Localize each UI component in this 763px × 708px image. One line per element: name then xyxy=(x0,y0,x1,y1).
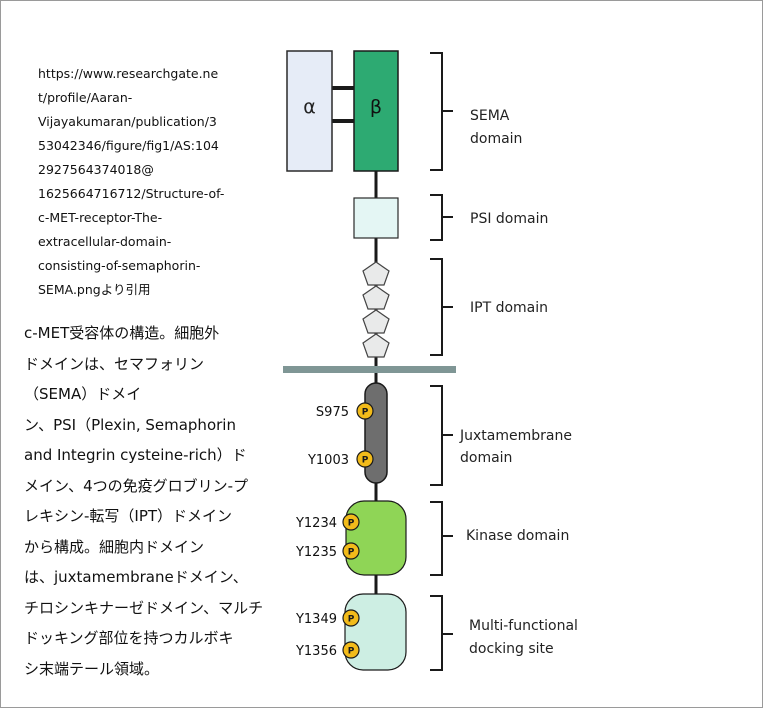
description-line: チロシンキナーゼドメイン、マルチ xyxy=(24,598,264,617)
citation-line: 2927564374018@ xyxy=(38,162,154,177)
ipt-pentagon-4 xyxy=(362,333,390,358)
citation-line: Vijayakumaran/publication/3 xyxy=(38,114,217,129)
kinase-domain-shape xyxy=(345,500,407,576)
bracket-juxtamembrane xyxy=(430,385,453,486)
description-line: から構成。細胞内ドメイン xyxy=(24,537,205,556)
source-citation: https://www.researchgate.ne t/profile/Aa… xyxy=(38,62,253,302)
juxtamembrane-domain-shape xyxy=(364,382,388,484)
citation-line: SEMA.pngより引用 xyxy=(38,282,151,297)
ipt-pentagon-1 xyxy=(362,261,390,286)
label-line: domain xyxy=(470,131,522,147)
description-line: （SEMA）ドメイ xyxy=(24,385,142,403)
beta-subunit xyxy=(353,50,399,172)
label-ipt-domain: IPT domain xyxy=(470,300,548,316)
beta-label: β xyxy=(370,96,382,118)
site-label-y1349: Y1349 xyxy=(295,612,337,627)
psi-domain-box xyxy=(353,197,399,239)
label-line: docking site xyxy=(469,641,554,657)
docking-site-shape xyxy=(344,593,407,671)
citation-line: 53042346/figure/fig1/AS:104 xyxy=(38,138,219,153)
phospho-site-s975: P xyxy=(356,402,374,420)
description-line: ドッキング部位を持つカルボキ xyxy=(24,629,234,647)
citation-line: consisting-of-semaphorin- xyxy=(38,258,201,273)
site-label-s975: S975 xyxy=(316,405,349,420)
phospho-marker: P xyxy=(348,647,355,657)
alpha-label: α xyxy=(303,96,316,118)
bracket-kinase xyxy=(430,501,453,576)
ipt-pentagon-2 xyxy=(362,285,390,310)
label-psi-domain: PSI domain xyxy=(470,211,548,227)
label-line: SEMA xyxy=(470,108,510,124)
phospho-marker: P xyxy=(348,519,355,529)
bracket-psi xyxy=(430,194,453,241)
label-line: Kinase domain xyxy=(466,528,569,544)
label-line: PSI domain xyxy=(470,211,548,227)
phospho-marker: P xyxy=(348,615,355,625)
phospho-site-y1235: P xyxy=(342,542,360,560)
label-docking-site: Multi-functional docking site xyxy=(469,618,582,657)
citation-line: t/profile/Aaran- xyxy=(38,90,133,105)
description-line: and Integrin cysteine-rich）ド xyxy=(24,446,247,464)
label-line: Juxtamembrane xyxy=(459,428,572,444)
label-line: domain xyxy=(460,450,512,466)
citation-line: extracellular-domain- xyxy=(38,234,172,249)
description-line: メイン、4つの免疫グロブリン-プ xyxy=(24,476,249,495)
site-label-y1234: Y1234 xyxy=(295,516,337,531)
site-label-y1235: Y1235 xyxy=(295,545,337,560)
description-line: シ末端テール領域。 xyxy=(24,659,160,678)
phospho-marker: P xyxy=(362,456,369,466)
phospho-site-y1234: P xyxy=(342,513,360,531)
citation-line: 1625664716712/Structure-of- xyxy=(38,186,225,201)
label-sema-domain: SEMA domain xyxy=(470,108,522,147)
label-line: Multi-functional xyxy=(469,618,578,634)
bracket-docking xyxy=(430,595,453,671)
description-text: c-MET受容体の構造。細胞外 ドメインは、セマフォリン （SEMA）ドメイ ン… xyxy=(24,318,264,684)
phospho-marker: P xyxy=(348,548,355,558)
description-line: は、juxtamembraneドメイン、 xyxy=(24,568,248,586)
phospho-site-y1349: P xyxy=(342,609,360,627)
bracket-ipt xyxy=(430,258,453,356)
label-juxtamembrane-domain: Juxtamembrane domain xyxy=(459,428,576,466)
cell-membrane xyxy=(283,366,456,373)
phospho-site-y1356: P xyxy=(342,641,360,659)
citation-line: https://www.researchgate.ne xyxy=(38,66,219,81)
citation-line: c-MET-receptor-The- xyxy=(38,210,163,225)
ipt-pentagon-3 xyxy=(362,309,390,334)
bracket-sema xyxy=(430,52,453,171)
alpha-subunit xyxy=(286,50,333,172)
description-line: ドメインは、セマフォリン xyxy=(24,354,205,373)
phospho-site-y1003: P xyxy=(356,450,374,468)
description-line: レキシン-転写（IPT）ドメイン xyxy=(24,507,233,525)
label-kinase-domain: Kinase domain xyxy=(466,528,569,544)
label-line: IPT domain xyxy=(470,300,548,316)
description-line: c-MET受容体の構造。細胞外 xyxy=(24,324,220,342)
description-line: ン、PSI（Plexin, Semaphorin xyxy=(24,415,236,434)
site-label-y1003: Y1003 xyxy=(307,453,349,468)
site-label-y1356: Y1356 xyxy=(295,644,337,659)
phospho-marker: P xyxy=(362,408,369,418)
